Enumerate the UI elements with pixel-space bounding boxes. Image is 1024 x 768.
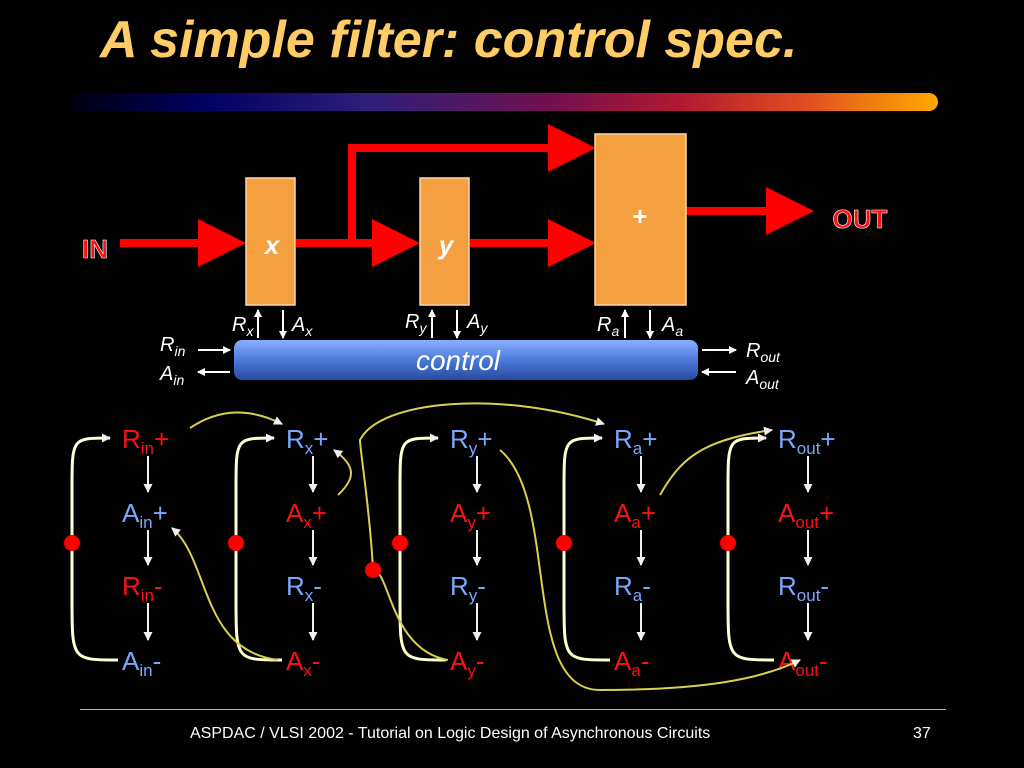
block-x-label: x [263, 230, 281, 260]
ry-label: Ry [405, 311, 427, 336]
x-to-adder-wire [348, 124, 596, 243]
adder-block [594, 133, 687, 306]
stg-node-in-2: Rin- [122, 571, 163, 605]
stg-node-a-3: Aa- [614, 646, 649, 680]
page-number: 37 [913, 725, 931, 742]
stg-node-in-3: Ain- [122, 646, 161, 680]
block-plus-label: + [632, 201, 647, 231]
stg-node-a-0: Ra+ [614, 424, 657, 458]
stg-cycle-arc-x [234, 433, 283, 662]
stg-node-in-0: Rin+ [122, 424, 169, 458]
stg-graph: Rin+ Ain+ Rin- Ain- Rx+ Ax+ Rx- Ax- Ry+ Ay+ Ry- Ay-… [64, 402, 836, 692]
stg-token-x [228, 535, 244, 551]
datapath: x y + IN OUT [82, 124, 888, 306]
stg-cycle-arc-a [562, 433, 611, 662]
stg-node-y-2: Ry- [450, 571, 486, 605]
stg-token-out [720, 535, 736, 551]
rout-label: Rout [746, 340, 781, 365]
footer-rule [80, 709, 946, 710]
rx-label: Rx [232, 314, 254, 339]
stg-node-in-1: Ain+ [122, 498, 168, 532]
stg-node-out-2: Rout- [778, 571, 829, 605]
stg-node-y-0: Ry+ [450, 424, 492, 458]
title-gradient-bar [70, 93, 938, 111]
ax-label: Ax [291, 314, 313, 339]
stg-cycle-arc-out [726, 433, 775, 662]
stg-token-a [556, 535, 572, 551]
control-label: control [416, 345, 501, 376]
register-x-block [245, 177, 296, 306]
stg-causal-arc-ra-to-rout [659, 426, 773, 496]
footer-text: ASPDAC / VLSI 2002 - Tutorial on Logic D… [190, 725, 711, 742]
stg-node-a-1: Aa+ [614, 498, 656, 532]
stg-causal-arc-ry-down-ax [358, 402, 605, 661]
stg-node-out-1: Aout+ [778, 498, 834, 532]
stg-cycle-arc-y [398, 433, 447, 662]
stg-token-y [392, 535, 408, 551]
stg-token-in [64, 535, 80, 551]
stg-causal-arc-ax-to-ain [171, 527, 279, 661]
ra-label: Ra [597, 314, 619, 339]
stg-node-a-2: Ra- [614, 571, 651, 605]
stg-causal-arc-rin-to-rx [189, 411, 283, 429]
aout-label: Aout [745, 367, 780, 392]
stg-node-x-0: Rx+ [286, 424, 328, 458]
ay-label: Ay [466, 311, 488, 336]
control-bar [234, 340, 698, 380]
stg-node-y-1: Ay+ [450, 498, 491, 532]
stg-node-x-2: Rx- [286, 571, 322, 605]
control-section: control Rx Ax Ry Ay Ra Aa Rin Ain Rout A… [159, 309, 781, 392]
ain-label: Ain [159, 363, 184, 388]
block-y-label: y [437, 230, 455, 260]
stg-node-x-1: Ax+ [286, 498, 327, 532]
out-label: OUT [833, 204, 888, 234]
stg-causal-arc-ax-up-rx [333, 449, 352, 496]
stg-token-cross [365, 562, 381, 578]
in-label: IN [82, 234, 108, 264]
stg-cycle-arc-in [70, 433, 119, 662]
stg-node-x-3: Ax- [286, 646, 321, 680]
aa-label: Aa [661, 314, 683, 339]
stg-node-out-0: Rout+ [778, 424, 836, 458]
register-y-block [419, 177, 470, 306]
rin-label: Rin [160, 334, 186, 359]
stg-node-y-3: Ay- [450, 646, 485, 680]
stg-node-out-3: Aout- [778, 646, 828, 680]
stg-causal-arc-ay-to-aout [499, 449, 801, 692]
slide-title: A simple filter: control spec. [100, 11, 798, 69]
